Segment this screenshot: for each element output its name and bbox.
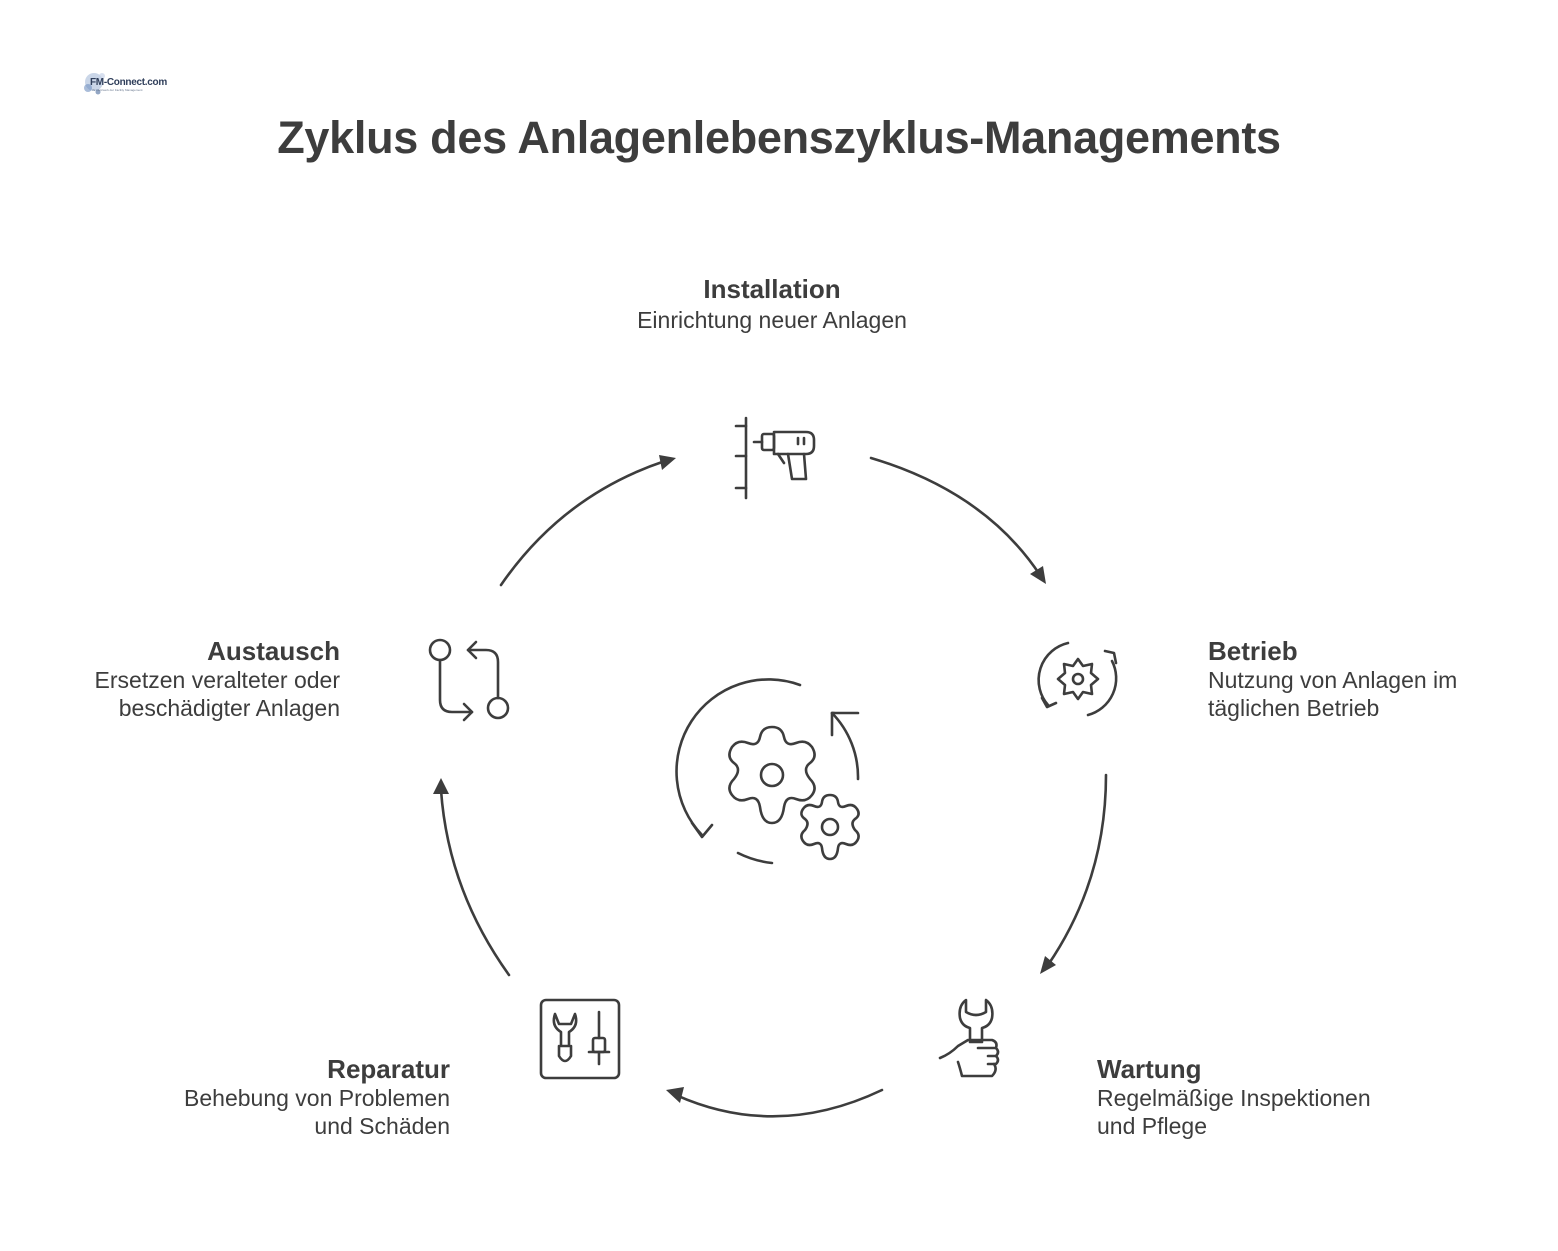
stage-wartung: Wartung Regelmäßige Inspektionen und Pfl… (1097, 1054, 1457, 1140)
swap-icon (428, 638, 510, 722)
page-title: Zyklus des Anlagenlebenszyklus-Managemen… (277, 112, 1281, 163)
tools-box-icon (539, 998, 621, 1080)
stage-title: Installation (703, 274, 841, 304)
stage-description: Einrichtung neuer Anlagen (637, 307, 907, 333)
stage-description: Regelmäßige Inspektionen und Pflege (1097, 1085, 1371, 1139)
wrench-hand-icon (938, 998, 1000, 1078)
stage-description: Behebung von Problemen und Schäden (184, 1085, 450, 1139)
stage-installation: Installation Einrichtung neuer Anlagen (552, 274, 992, 334)
stage-description: Ersetzen veralteter oder beschädigter An… (94, 667, 340, 721)
drill-icon (734, 416, 816, 500)
logo-text: FM-Connect.com (90, 77, 167, 88)
stage-austausch: Austausch Ersetzen veralteter oder besch… (20, 636, 340, 722)
stage-title: Wartung (1097, 1054, 1202, 1084)
stage-betrieb: Betrieb Nutzung von Anlagen im täglichen… (1208, 636, 1528, 722)
cycle-arrow-wartung-to-reparatur (666, 1087, 884, 1118)
stage-title: Reparatur (327, 1054, 450, 1084)
logo: FM-Connect.com Ihr Netzwerk der Facility… (80, 68, 167, 102)
cycle-arrow-betrieb-to-wartung (1040, 773, 1108, 974)
gear-cycle-icon (1037, 641, 1118, 717)
stage-reparatur: Reparatur Behebung von Problemen und Sch… (100, 1054, 450, 1140)
cycle-arrow-austausch-to-installation (499, 455, 676, 587)
cycle-arrow-reparatur-to-austausch (433, 778, 511, 977)
logo-tagline: Ihr Netzwerk der Facility Management (92, 88, 143, 92)
cycle-arrow-installation-to-betrieb (869, 456, 1046, 584)
stage-description: Nutzung von Anlagen im täglichen Betrieb (1208, 667, 1458, 721)
gears-cycle-icon (675, 678, 860, 865)
stage-title: Austausch (207, 636, 340, 666)
logo-splash-icon (84, 73, 105, 95)
stage-title: Betrieb (1208, 636, 1298, 666)
